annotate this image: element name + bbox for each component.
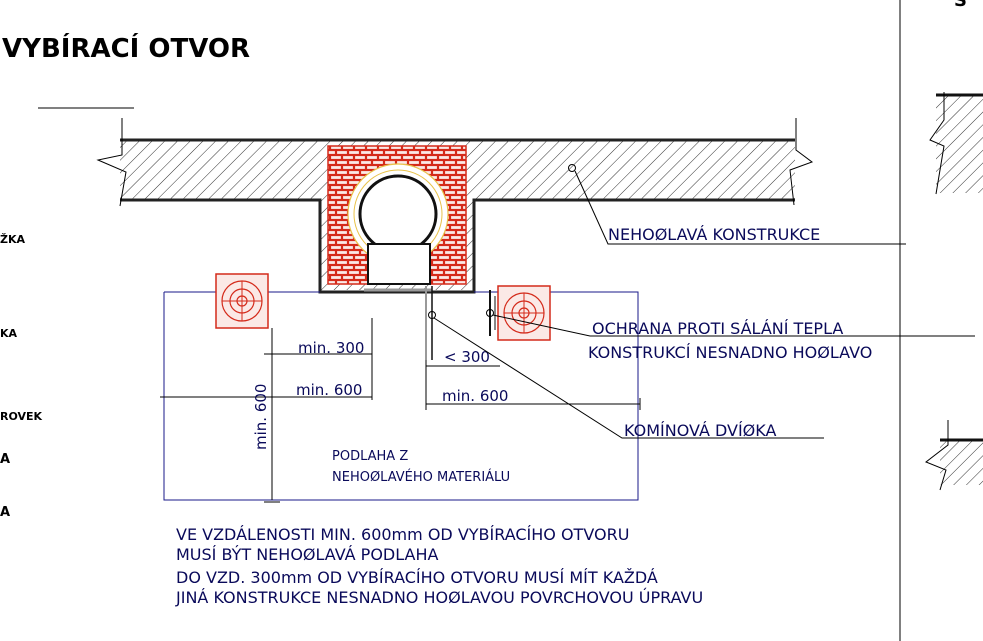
drawing-title: VYBÍRACÍ OTVOR — [2, 32, 250, 64]
right-partial-slab — [925, 92, 983, 491]
left-edge-label: ROVEK — [0, 410, 43, 423]
notes: VE VZDÁLENOSTI MIN. 600mm OD VYBÍRACÍHO … — [175, 525, 703, 607]
left-edge-labels: ŽKA KA ROVEK A A — [0, 233, 43, 520]
left-edge-label: A — [0, 505, 10, 520]
heat-source-icon — [489, 285, 551, 341]
note-line: MUSÍ BÝT NEHOØLAVÁ PODLAHA — [176, 545, 438, 564]
break-line — [96, 118, 127, 207]
dimension-min-600-vertical: min. 600 — [252, 384, 270, 450]
label-floor-line2: NEHOØLAVÉHO MATERIÁLU — [332, 469, 510, 485]
dimension-min-600-left: min. 600 — [296, 381, 362, 399]
top-right-label: S — [954, 0, 967, 11]
cleanout-opening — [367, 243, 431, 285]
leader-lines — [428, 164, 975, 439]
label-heat-protection-line1: OCHRANA PROTI SÁLÁNÍ TEPLA — [592, 319, 843, 338]
chimney-door — [364, 286, 433, 360]
chimney-masonry — [327, 145, 467, 285]
left-edge-label: A — [0, 452, 10, 467]
note-line: DO VZD. 300mm OD VYBÍRACÍHO OTVORU MUSÍ … — [176, 568, 658, 587]
dimension-min-600-right: min. 600 — [442, 387, 508, 405]
break-line — [789, 118, 814, 206]
note-line: JINÁ KONSTRUKCE NESNADNO HOØLAVOU POVRCH… — [175, 588, 703, 607]
label-heat-protection-line2: KONSTRUKCÍ NESNADNO HOØLAVO — [588, 343, 872, 362]
dimension-min-300: min. 300 — [298, 339, 364, 357]
label-floor-line1: PODLAHA Z — [332, 449, 408, 464]
heat-source-icon — [215, 273, 269, 329]
left-edge-label: KA — [0, 327, 18, 340]
label-chimney-door: KOMÍNOVÁ DVÍØKA — [624, 421, 776, 440]
left-edge-label: ŽKA — [0, 233, 26, 246]
note-line: VE VZDÁLENOSTI MIN. 600mm OD VYBÍRACÍHO … — [176, 525, 629, 544]
dimension-lines — [160, 318, 641, 503]
dimension-less-300: < 300 — [444, 348, 490, 366]
label-noncombustible-construction: NEHOØLAVÁ KONSTRUKCE — [608, 225, 820, 244]
flue-pipe — [358, 174, 438, 254]
